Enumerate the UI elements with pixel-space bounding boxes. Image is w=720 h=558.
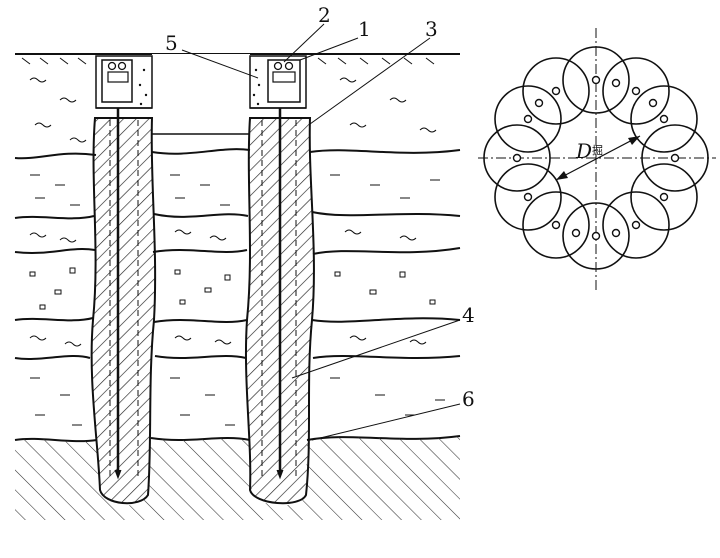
plan-dimension-arrow-start	[556, 171, 568, 180]
plan-rod-dots	[512, 75, 680, 241]
plan-pile-circle	[494, 163, 562, 231]
plan-pile-circle	[483, 124, 551, 192]
plan-pile-circle	[641, 124, 709, 192]
leader-4	[291, 319, 461, 379]
label-3: 3	[425, 17, 438, 41]
label-1: 1	[358, 17, 371, 41]
soil-layer-boundaries	[14, 148, 461, 443]
plan-pile-circle	[602, 57, 670, 125]
pile-left-guide-wall	[95, 55, 153, 109]
leader-1	[299, 37, 359, 61]
plan-pile-circle	[562, 202, 630, 270]
sand-texture	[30, 174, 445, 426]
leader-6	[311, 403, 461, 441]
plan-pile-circle	[562, 46, 630, 114]
plan-pile-circle	[522, 57, 590, 125]
leader-3	[309, 37, 431, 125]
gravel-texture	[29, 267, 436, 310]
plan-pile-circle	[494, 85, 562, 153]
cross-section-view: 1 2 3 5 4 6	[14, 3, 475, 520]
pile-left-rod-tip	[114, 469, 122, 480]
plan-circle-ring	[483, 46, 709, 270]
label-4: 4	[462, 303, 475, 327]
excavation-pit	[152, 54, 250, 134]
plan-dimension-arrow-end	[628, 136, 640, 145]
plan-dimension-line	[555, 135, 641, 181]
clay-texture	[29, 77, 437, 347]
plan-pile-circle	[630, 85, 698, 153]
label-5: 5	[165, 31, 178, 55]
leader-2	[283, 23, 325, 63]
plan-pile-circle	[522, 191, 590, 259]
plan-pile-circle	[602, 191, 670, 259]
plan-pile-circle	[630, 163, 698, 231]
plan-view: D 掘	[478, 28, 716, 292]
plan-dimension-label: D	[575, 139, 592, 163]
bedrock-layer	[15, 436, 460, 520]
leader-5	[181, 49, 259, 79]
label-6: 6	[462, 387, 475, 411]
leader-lines	[181, 23, 461, 441]
label-2: 2	[318, 3, 331, 27]
plan-dimension-subscript: 掘	[592, 143, 603, 157]
pile-left	[90, 55, 157, 505]
ground-surface-ticks	[21, 57, 435, 65]
pile-right	[244, 55, 315, 505]
pile-right-rod-tip	[276, 469, 284, 480]
